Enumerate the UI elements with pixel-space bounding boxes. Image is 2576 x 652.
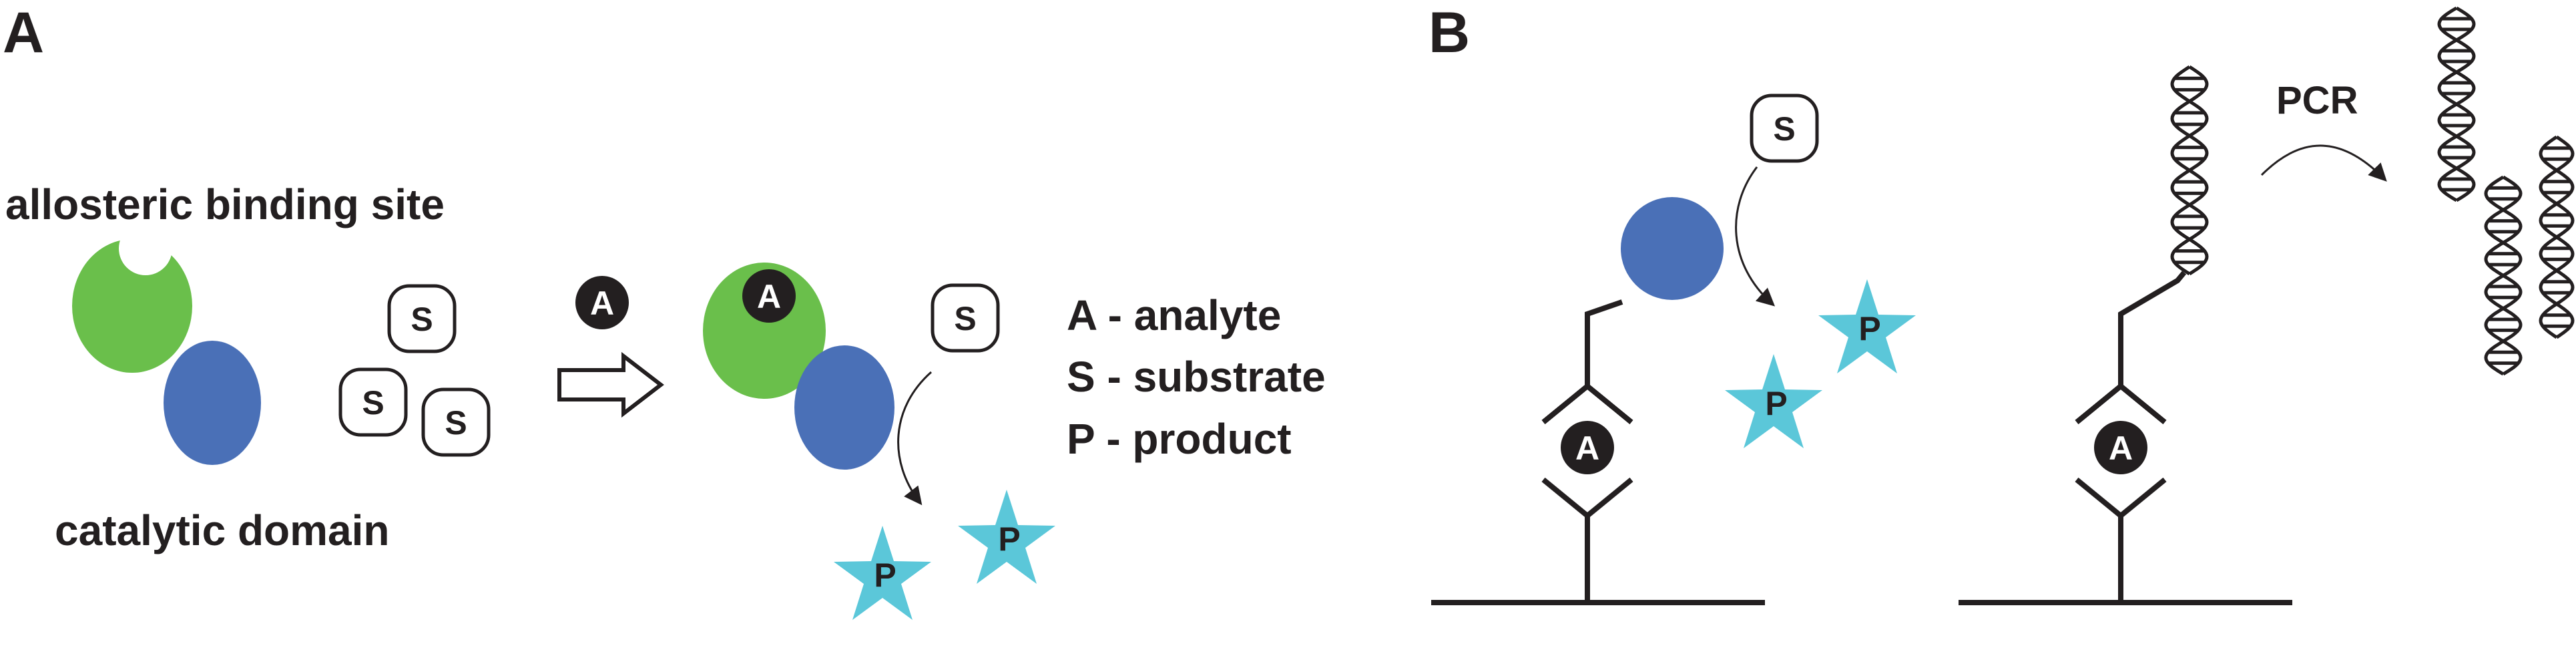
product-star: P (1725, 354, 1822, 448)
analyte-label: A (2109, 430, 2133, 467)
capture-antibody (1541, 477, 1633, 520)
substrate-token: S (338, 367, 408, 437)
svg-text:P: P (1858, 310, 1880, 347)
product-star: P (958, 490, 1055, 584)
svg-text:P: P (998, 520, 1020, 558)
panel-a-letter: A (3, 1, 44, 65)
product-star-shape (958, 490, 1055, 584)
conversion-arrow (1735, 166, 1776, 307)
legend: A - analyte S - substrate P - product (1067, 291, 1326, 463)
detection-antibody (2075, 382, 2167, 425)
legend-product: P - product (1067, 415, 1292, 463)
product-star: P (834, 526, 931, 620)
bound-enzyme: A (703, 263, 894, 470)
catalytic-domain (794, 345, 894, 470)
allosteric-binding-pocket (119, 222, 172, 275)
svg-text:S: S (445, 404, 467, 442)
pcr-label: PCR (2276, 79, 2358, 122)
legend-substrate: S - substrate (1067, 353, 1326, 401)
dna-template (2170, 65, 2209, 276)
svg-text:S: S (954, 300, 976, 337)
svg-text:S: S (362, 384, 384, 422)
free-enzyme (72, 222, 261, 465)
conversion-arrow (897, 371, 932, 506)
svg-text:P: P (1765, 385, 1787, 422)
product-star-shape (1725, 354, 1822, 448)
reaction-arrow (557, 351, 664, 418)
svg-text:S: S (411, 301, 433, 338)
detection-antibody (1541, 382, 1633, 425)
dna-assay: A PCR (1959, 6, 2575, 605)
allosteric-site-label: allosteric binding site (5, 180, 445, 228)
dna-helix (2539, 135, 2575, 339)
dna-helix (2170, 65, 2209, 276)
analyte-token: A (575, 276, 629, 329)
linker (2118, 271, 2187, 386)
svg-text:A: A (590, 285, 614, 322)
dna-helix (2437, 6, 2476, 202)
allosteric-domain (72, 239, 192, 373)
catalytic-domain-label: catalytic domain (55, 506, 390, 554)
product-star: P (1818, 279, 1916, 373)
dna-amplicons (2437, 6, 2575, 376)
enzyme-label (1621, 197, 1724, 300)
product-star-shape (834, 526, 931, 620)
svg-text:S: S (1773, 110, 1795, 148)
substrate-token: S (1750, 94, 1819, 163)
product-star-shape (1818, 279, 1916, 373)
bound-analyte-label: A (757, 278, 781, 315)
capture-antibody (2075, 477, 2167, 520)
linker (1585, 299, 1623, 386)
svg-text:P: P (874, 556, 896, 594)
analyte-label: A (1575, 430, 1599, 467)
substrate-token: S (931, 283, 1000, 353)
amplification-arrow (2260, 144, 2387, 182)
substrate-token: S (387, 284, 457, 353)
dna-helix (2484, 175, 2523, 376)
panel-b-letter: B (1429, 1, 1470, 65)
substrate-token: S (421, 387, 491, 457)
enzyme-assay: A (1431, 166, 1776, 605)
legend-analyte: A - analyte (1067, 291, 1281, 339)
catalytic-domain (164, 341, 261, 465)
